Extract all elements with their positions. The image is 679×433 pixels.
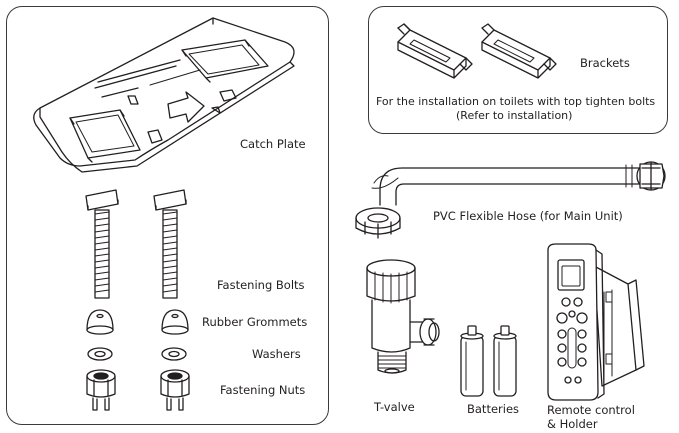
washers-label: Washers	[252, 347, 301, 361]
washer-illustration-1	[88, 348, 112, 360]
fastening-nuts-label: Fastening Nuts	[220, 383, 306, 397]
brackets-note-line1: For the installation on toilets with top…	[376, 95, 656, 108]
washer-illustration-2	[162, 348, 186, 360]
fastening-bolts-label: Fastening Bolts	[217, 278, 305, 292]
remote-holder-illustration	[594, 266, 644, 386]
catch-plate-label: Catch Plate	[240, 137, 306, 151]
t-valve-illustration	[367, 260, 439, 373]
brackets-label: Brackets	[580, 56, 630, 70]
catch-plate-illustration	[34, 18, 294, 172]
bolt-illustration-2	[154, 190, 186, 298]
t-valve-label: T-valve	[374, 400, 415, 414]
brackets-note-line2: (Refer to installation)	[456, 109, 573, 122]
batteries-label: Batteries	[467, 402, 520, 416]
pvc-hose-label: PVC Flexible Hose (for Main Unit)	[433, 209, 623, 223]
remote-label-line1: Remote control	[547, 403, 635, 417]
bracket-illustration-2	[482, 24, 556, 78]
bolt-illustration-1	[86, 190, 118, 298]
fastening-nut-illustration-1	[87, 370, 115, 410]
rubber-grommet-illustration-2	[162, 310, 188, 334]
remote-label-line2: & Holder	[547, 417, 598, 431]
brackets-panel	[368, 6, 668, 134]
remote-control-illustration	[548, 244, 604, 400]
fastening-nut-illustration-2	[161, 370, 189, 410]
battery-illustration-1	[461, 326, 483, 396]
rubber-grommet-illustration-1	[87, 310, 113, 334]
flexible-hose-illustration	[356, 162, 665, 238]
bracket-illustration-1	[398, 24, 472, 78]
battery-illustration-2	[494, 326, 516, 396]
rubber-grommets-label: Rubber Grommets	[202, 315, 308, 329]
